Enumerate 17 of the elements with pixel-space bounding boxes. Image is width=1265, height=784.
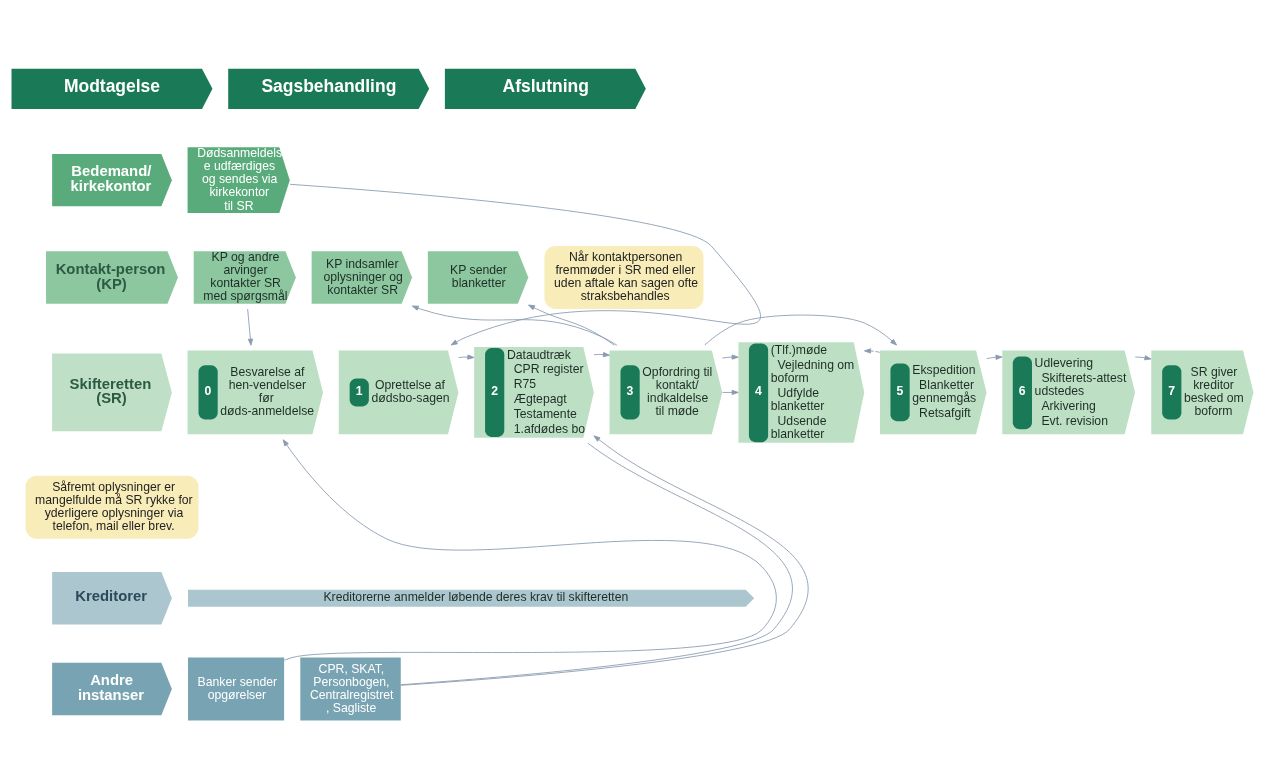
node-box: Banker sender opgørelser	[188, 657, 285, 721]
arrow	[247, 308, 253, 346]
arrow	[289, 183, 761, 346]
arrow	[527, 304, 615, 346]
node-box: Når kontaktpersonen fremmøder i SR med eller uden aftale kan sagen ofte straksbehandles	[544, 246, 704, 309]
arrow	[282, 439, 777, 661]
arrow	[411, 305, 618, 346]
node-box: CPR, SKAT, Personbogen, Centralregistret , Sagliste	[300, 657, 401, 721]
arrow	[1134, 355, 1152, 361]
node-box: Såfremt oplysninger er mangelfulde må SR rykke for yderligere oplysninger via telefon, mail eller brev.	[25, 475, 199, 539]
arrow	[704, 314, 897, 346]
arrow	[458, 354, 475, 360]
arrow	[722, 389, 739, 395]
arrow	[593, 352, 610, 358]
arrow	[864, 348, 881, 354]
arrow	[986, 354, 1003, 360]
arrow	[722, 354, 739, 360]
